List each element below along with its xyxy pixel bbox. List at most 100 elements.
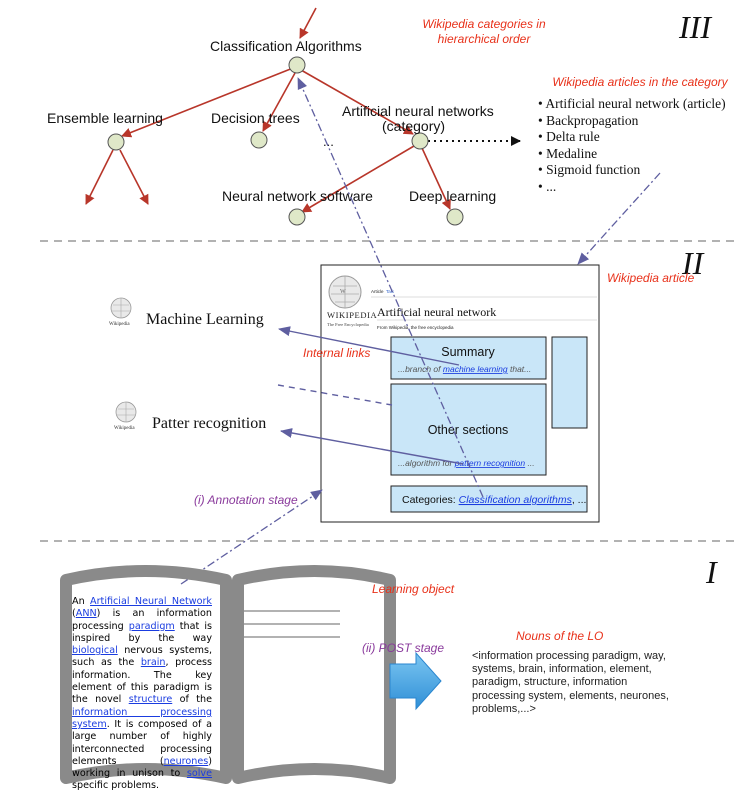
categories-note-line1: Wikipedia categories in	[422, 17, 546, 31]
lo-text-segment: . It is composed of a large number of hi…	[72, 718, 212, 767]
label-decision-trees: Decision trees	[211, 110, 300, 126]
lo-text-segment: (	[72, 608, 76, 620]
wiki-logo-word-pr: Wikipedia	[114, 426, 135, 431]
lo-text-segment: specific problems.	[72, 780, 160, 792]
categories-note-line2: hierarchical order	[438, 32, 532, 46]
open-book-shape	[60, 565, 396, 784]
label-nn-software: Neural network software	[222, 188, 373, 204]
lo-link-neurones[interactable]: neurones	[163, 755, 209, 767]
lo-text-segment: of the	[172, 694, 212, 706]
node-deep-learning	[446, 208, 464, 226]
lo-text-segment: that is inspired by the way	[72, 620, 212, 644]
linked-page-pattern-recognition: Patter recognition	[152, 415, 266, 432]
label-ann-category-suffix: (category)	[382, 118, 445, 134]
learning-object-note: Learning object	[372, 582, 455, 596]
categories-line: Categories: Classification algorithms, .…	[402, 494, 586, 506]
internal-links-note: Internal links	[303, 346, 370, 360]
category-articles-list: Artificial neural network (article) Back…	[538, 96, 726, 196]
wiki-article-title: Artificial neural network	[377, 305, 496, 319]
wiki-article-note: Wikipedia article	[607, 271, 695, 285]
internal-link-dashed	[277, 384, 393, 406]
label-ensemble-learning: Ensemble learning	[47, 110, 163, 126]
lo-link-solve[interactable]: solve	[186, 768, 212, 780]
article-item-medaline: Medaline	[538, 146, 726, 163]
article-item-delta-rule: Delta rule	[538, 129, 726, 146]
other-link-pattern-recognition[interactable]: pattern recognition	[454, 458, 526, 468]
wikipedia-logo-icon-pr: Wikipedia	[114, 401, 137, 431]
categories-link-classification[interactable]: Classification algorithms	[459, 494, 573, 506]
summary-snippet: ...branch of machine learning that...	[398, 364, 531, 374]
level-i-label: I	[705, 554, 718, 590]
node-ensemble-learning	[107, 133, 125, 151]
svg-text:W: W	[340, 289, 346, 295]
node-ann-category	[411, 132, 429, 150]
node-nn-software	[288, 208, 306, 226]
wiki-logo-word-ml: Wikipedia	[109, 322, 130, 327]
infobox-placeholder	[551, 336, 588, 429]
edge-ann-nnsoftware	[301, 145, 415, 213]
internal-link-arrow-ml	[278, 326, 460, 366]
nouns-title: Nouns of the LO	[516, 629, 603, 643]
other-snippet-pre: ...algorithm for	[398, 458, 455, 468]
summary-link-machine-learning[interactable]: machine learning	[443, 364, 508, 374]
article-item-sigmoid: Sigmoid function	[538, 162, 726, 179]
summary-section-box	[390, 336, 547, 380]
dashdot-lo-to-article	[180, 489, 323, 585]
edge-ensemble-right	[119, 149, 149, 205]
edge-ann-deeplearning	[421, 147, 451, 210]
incoming-edge	[299, 7, 317, 39]
lo-link-brain[interactable]: brain	[140, 657, 166, 669]
lo-text-segment: , process information. The key element o…	[72, 657, 212, 706]
other-sections-box	[390, 383, 547, 476]
lo-link-structure[interactable]: structure	[128, 694, 173, 706]
label-deep-learning: Deep learning	[409, 188, 496, 204]
categories-box	[390, 485, 588, 513]
level-ii-label: II	[681, 245, 705, 281]
categories-suffix: , ...	[572, 494, 587, 506]
label-ellipsis: ...	[323, 134, 334, 149]
tab-article[interactable]: Article	[371, 289, 384, 294]
lo-link-biological[interactable]: biological	[72, 645, 118, 657]
node-decision-trees	[250, 131, 268, 149]
edge-ensemble-left	[85, 149, 114, 205]
linked-page-machine-learning: Machine Learning	[146, 311, 264, 328]
lo-text-segment: ) working in unison to	[72, 755, 212, 780]
other-sections-title: Other sections	[428, 423, 509, 437]
nouns-list: <information processing paradigm, way, s…	[472, 650, 669, 715]
wikipedia-logo-icon-ml: Wikipedia	[109, 297, 132, 327]
wiki-from-line: From Wikipedia, the free encyclopedia	[377, 325, 454, 330]
article-item-ann: Artificial neural network (article)	[538, 96, 725, 113]
label-ann-category: Artificial neural networks	[342, 103, 494, 119]
other-snippet-post: ...	[525, 458, 534, 468]
wiki-logo-title: Wikipedia	[327, 310, 378, 320]
level-iii-label: III	[678, 9, 712, 45]
root-category-label: Classification Algorithms	[210, 38, 362, 54]
categories-prefix: Categories:	[402, 494, 459, 506]
lo-text-segment: nervous systems, such as the	[72, 645, 212, 669]
node-classification-algorithms	[288, 56, 306, 74]
article-item-backpropagation: Backpropagation	[538, 113, 726, 130]
learning-object-text: An Artificial Neural Network (ANN) is an…	[72, 596, 212, 793]
summary-title: Summary	[441, 345, 495, 359]
post-stage-label: (ii) POST stage	[362, 641, 444, 655]
tab-talk[interactable]: Talk	[386, 289, 395, 294]
wiki-logo-subtitle: The Free Encyclopedia	[327, 322, 369, 327]
lo-link-artificial-neural-network[interactable]: Artificial Neural Network	[90, 596, 212, 607]
edge-root-decision	[262, 72, 296, 132]
article-item-more: ...	[538, 179, 726, 196]
other-sections-snippet: ...algorithm for pattern recognition ...	[398, 458, 535, 468]
annotation-stage-label: (i) Annotation stage	[194, 493, 298, 507]
articles-note: Wikipedia articles in the category	[552, 75, 728, 89]
internal-link-arrow-pr	[280, 428, 464, 465]
lo-link-paradigm[interactable]: paradigm	[128, 620, 175, 632]
lo-text-segment: An	[72, 596, 91, 607]
dashdot-category-to-root	[297, 77, 484, 498]
lo-text-segment: ) is an information processing	[72, 608, 212, 632]
edge-root-ann	[300, 69, 414, 135]
edge-root-ensemble	[121, 67, 294, 138]
summary-snippet-post: that...	[508, 364, 532, 374]
lo-link-ann[interactable]: ANN	[75, 608, 97, 620]
wikipedia-globe-icon: W	[328, 275, 362, 309]
lo-link-information-processing-system[interactable]: information processing system	[72, 706, 212, 730]
